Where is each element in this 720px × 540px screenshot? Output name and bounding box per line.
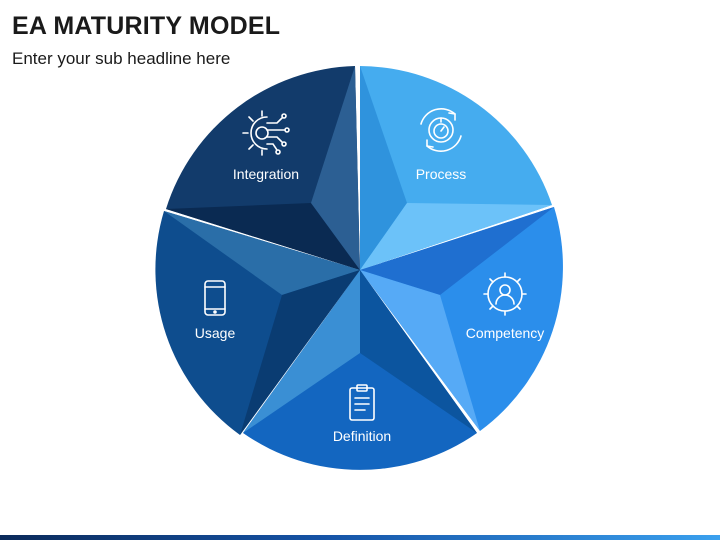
integration-gear-circuit-icon [242, 110, 290, 156]
segment-definition[interactable]: Definition [243, 270, 477, 470]
segment-label-process: Process [416, 166, 467, 182]
segment-process[interactable]: Process [360, 66, 552, 270]
footer-accent-bar [0, 535, 720, 540]
process-stopwatch-cycle-icon [420, 108, 462, 152]
segment-label-competency: Competency [466, 325, 545, 341]
segment-label-integration: Integration [233, 166, 299, 182]
segment-label-usage: Usage [195, 325, 236, 341]
segment-usage[interactable]: Usage [155, 211, 360, 435]
segment-competency[interactable]: Competency [360, 207, 563, 431]
competency-gear-person-icon [483, 272, 527, 316]
page-subtitle: Enter your sub headline here [12, 49, 231, 68]
usage-smartphone-icon [204, 280, 226, 316]
segment-label-definition: Definition [333, 428, 391, 444]
definition-clipboard-icon [349, 384, 375, 421]
page-title: EA MATURITY MODEL [12, 12, 281, 40]
segment-integration[interactable]: Integration [166, 66, 360, 270]
